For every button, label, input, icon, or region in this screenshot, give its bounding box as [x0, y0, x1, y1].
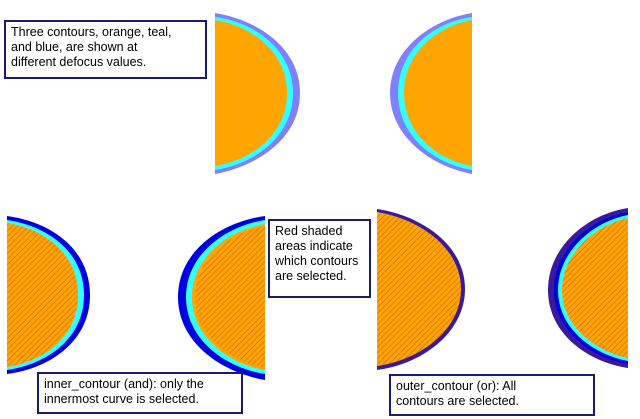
br-right-selected-region — [562, 218, 628, 358]
bottom-right-panel — [377, 208, 628, 370]
inner-contour-caption-box: inner_contour (and): only the innermost … — [37, 372, 243, 414]
bl-right-selected-region — [195, 226, 265, 368]
top-right-orange-region — [404, 20, 472, 166]
bottom-left-panel — [7, 216, 265, 380]
bl-left-selected-region — [7, 223, 78, 367]
outer-contour-caption-box: outer_contour (or): All contours are sel… — [389, 374, 595, 416]
top-panel — [215, 13, 472, 174]
middle-caption-box: Red shaded areas indicate which contours… — [268, 219, 371, 298]
top-left-orange-region — [215, 20, 287, 166]
br-left-selected-region — [377, 212, 461, 366]
top-caption-box: Three contours, orange, teal, and blue, … — [4, 20, 207, 79]
